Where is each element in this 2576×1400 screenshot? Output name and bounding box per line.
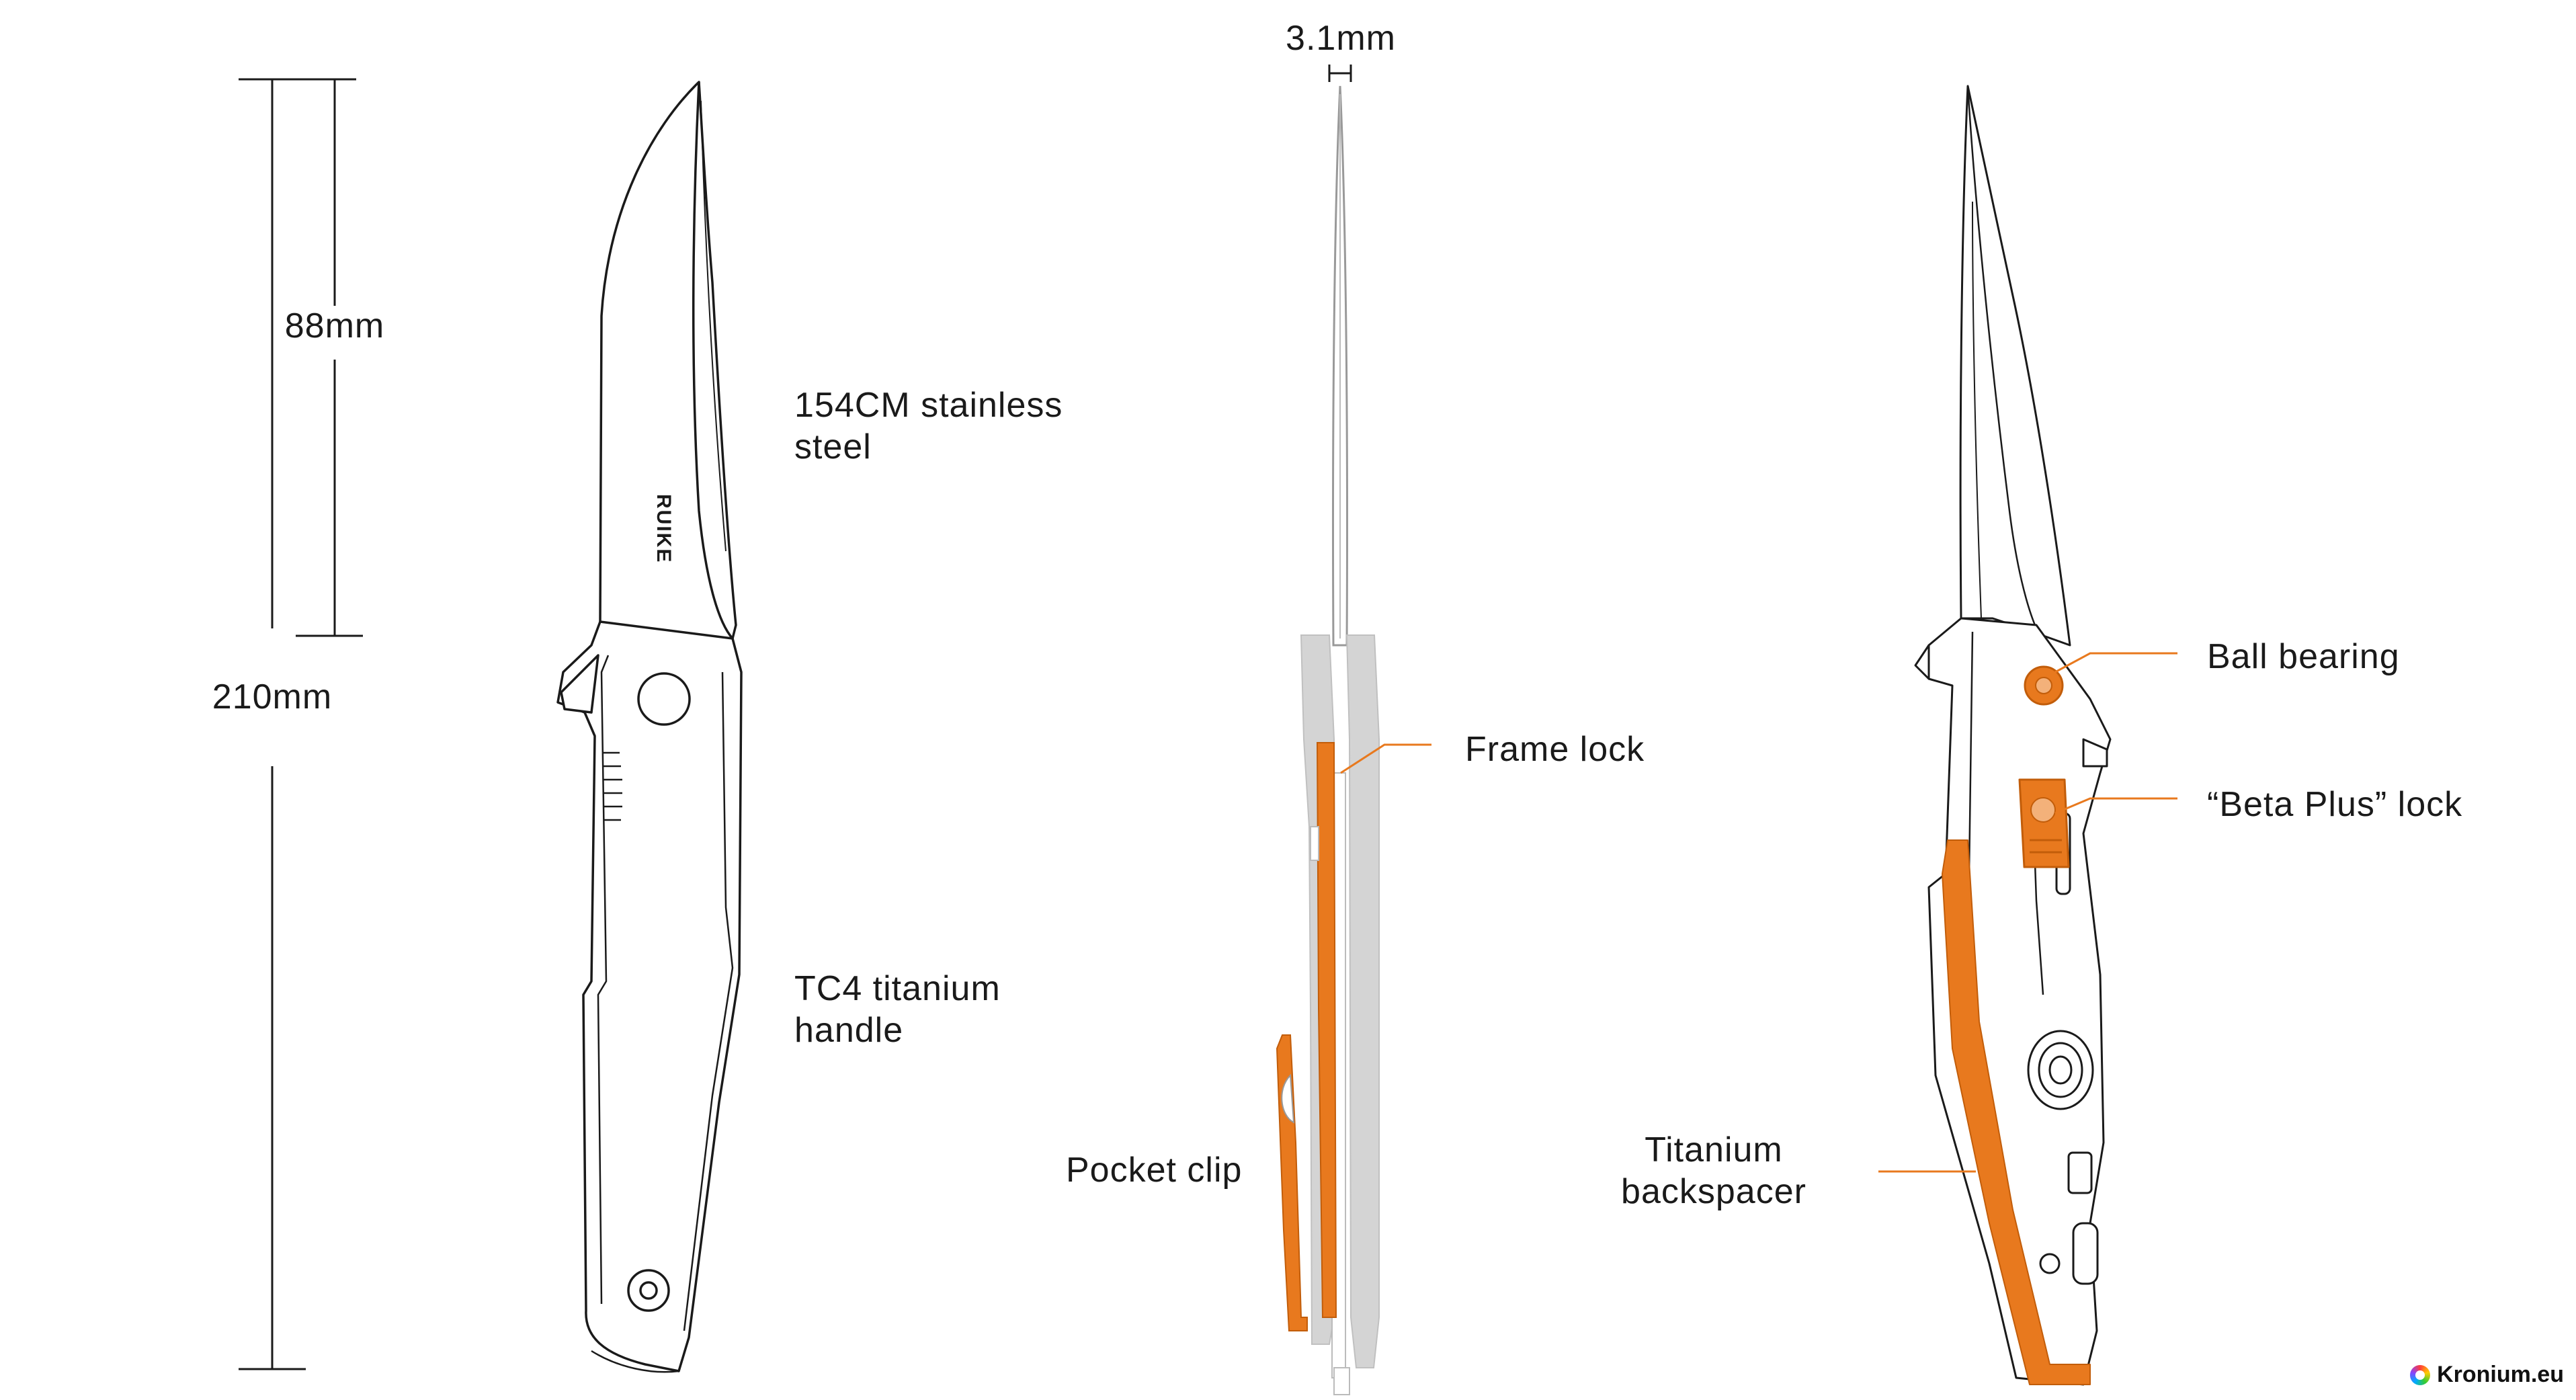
beta-plus-lock-label: “Beta Plus” lock [2207,785,2463,824]
lanyard-screw-inner [639,1281,658,1300]
handle-line-2: handle [794,1011,904,1050]
backspacer-line-2: backspacer [1621,1172,1806,1211]
frame-lock-label: Frame lock [1465,730,1645,769]
tq-pivot-inner [2048,1055,2073,1085]
handle-material-label: TC4 titanium handle [794,968,1001,1051]
blade-thickness-label: 3.1mm [1286,19,1396,58]
tq-blade-outline [1959,85,2071,647]
blade-logo: RUIKE [653,494,675,563]
tq-flipper [1914,644,1930,680]
tq-blade-grind [1966,85,2038,629]
spine-blade-butt [1333,1367,1350,1395]
beta-plus-leader [2054,797,2177,815]
backspacer-highlight [1942,839,2091,1385]
knife-three-quarter-view [1914,85,2112,1386]
overall-length-label: 210mm [212,677,333,716]
frame-lock-highlight [1316,742,1337,1318]
tq-blade-inner [1972,201,1982,619]
knife-spine-view [1276,85,1380,1395]
callout-leaders [1340,652,2177,1173]
blade-steel-line-2: steel [794,427,872,466]
handle-outline [556,620,743,1372]
beta-plus-lock-button [2030,797,2056,823]
knife-side-view [556,81,743,1373]
dimension-lines [239,65,1352,1370]
ball-bearing-leader [2054,652,2177,673]
beta-plus-lock-highlight [2018,778,2070,868]
blade-steel-line-1: 154CM stainless [794,386,1063,425]
ball-bearing-label: Ball bearing [2207,637,2400,676]
blade-steel-label: 154CM stainless steel [794,384,1063,468]
watermark-text: Kronium.eu [2437,1362,2564,1387]
flipper-tab [560,654,599,714]
handle-bottom-edge [591,1350,679,1373]
watermark[interactable]: Kronium.eu [2410,1362,2564,1388]
frame-lock-leader [1340,743,1431,774]
backspacer-line-1: Titanium [1645,1130,1783,1169]
backspacer-label: Titanium backspacer [1599,1129,1828,1212]
handle-inner-line [597,655,610,1305]
blade-grind-line [692,81,734,640]
blade-outline [599,81,737,640]
pocket-clip-highlight [1276,1034,1308,1331]
spine-detent-cutout [1310,826,1319,861]
tq-cutout-2 [2072,1222,2099,1285]
handle-line-1: TC4 titanium [794,969,1001,1008]
pocket-clip-label: Pocket clip [1066,1151,1243,1190]
spine-right-slab [1345,634,1380,1368]
tq-top-jaw [2082,738,2108,768]
rainbow-ring-icon [2410,1364,2431,1385]
blade-length-label: 88mm [284,306,385,345]
pivot-screw [637,672,691,726]
handle-right-inner-line [683,671,734,1331]
tq-cutout-1 [2067,1151,2093,1194]
tq-lanyard-hole [2039,1253,2061,1274]
ball-bearing-center [2035,677,2052,694]
blade-spine-line [700,100,726,552]
pocket-clip-screw-bump [1281,1073,1295,1124]
jimping [604,751,622,821]
